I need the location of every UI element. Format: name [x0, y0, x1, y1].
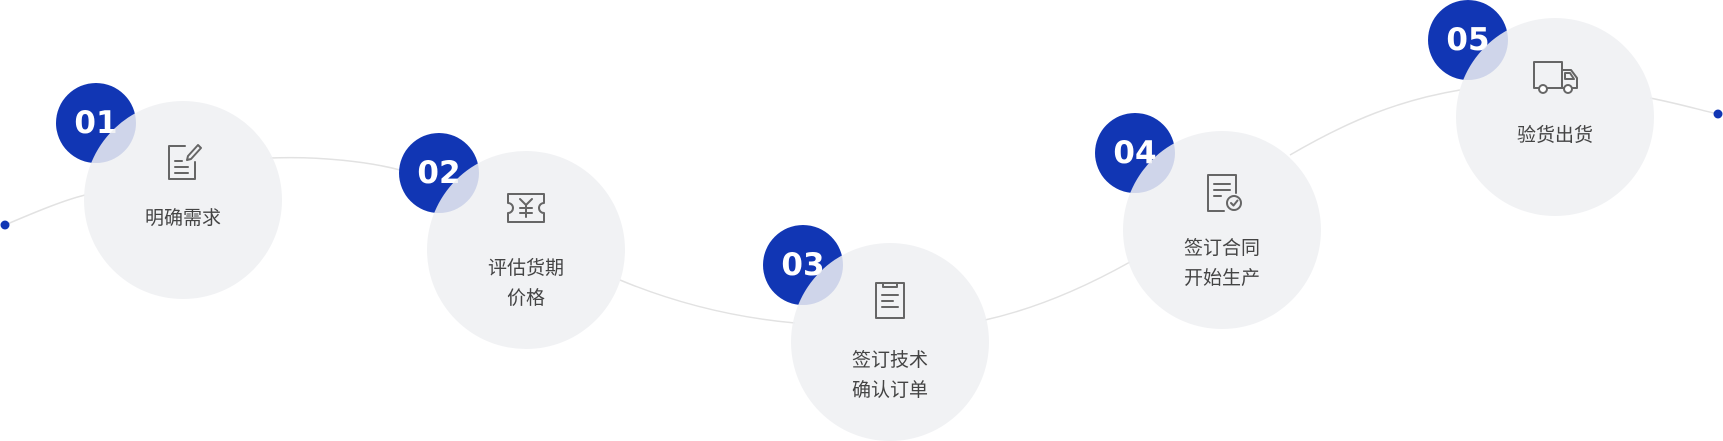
truck-icon [1530, 52, 1580, 102]
step-1: 01 明确需求 [56, 83, 282, 299]
step-5: 05 验货出货 [1428, 0, 1654, 216]
step-circle [1123, 131, 1321, 329]
step-4: 04 签订合同 开始生产 [1095, 113, 1321, 329]
flow-curve [4, 89, 1719, 324]
step-label-line: 开始生产 [1183, 267, 1260, 289]
document-check-icon [1197, 167, 1247, 217]
flow-end-dot [1713, 109, 1723, 119]
step-2: 02 评估货期 价格 [399, 133, 625, 349]
step-circle [84, 101, 282, 299]
step-label: 签订技术 确认订单 [791, 345, 989, 405]
step-circle [427, 151, 625, 349]
step-circle [1456, 18, 1654, 216]
step-label-line: 签订技术 [851, 349, 928, 371]
clipboard-icon [865, 275, 915, 325]
step-label-line: 明确需求 [144, 207, 221, 229]
step-3: 03 签订技术 确认订单 [763, 225, 989, 441]
edit-document-icon [158, 136, 208, 186]
step-label-line: 验货出货 [1516, 124, 1593, 146]
step-circle [791, 243, 989, 441]
yuan-ticket-icon [501, 183, 551, 233]
flow-start-dot [0, 220, 10, 230]
step-label-line: 确认订单 [851, 379, 928, 401]
step-label: 评估货期 价格 [427, 253, 625, 313]
step-label: 明确需求 [84, 203, 282, 233]
step-label-line: 评估货期 [487, 257, 564, 279]
step-label-line: 签订合同 [1183, 237, 1260, 259]
step-label: 验货出货 [1456, 120, 1654, 150]
step-label-line: 价格 [506, 287, 545, 309]
step-label: 签订合同 开始生产 [1123, 233, 1321, 293]
